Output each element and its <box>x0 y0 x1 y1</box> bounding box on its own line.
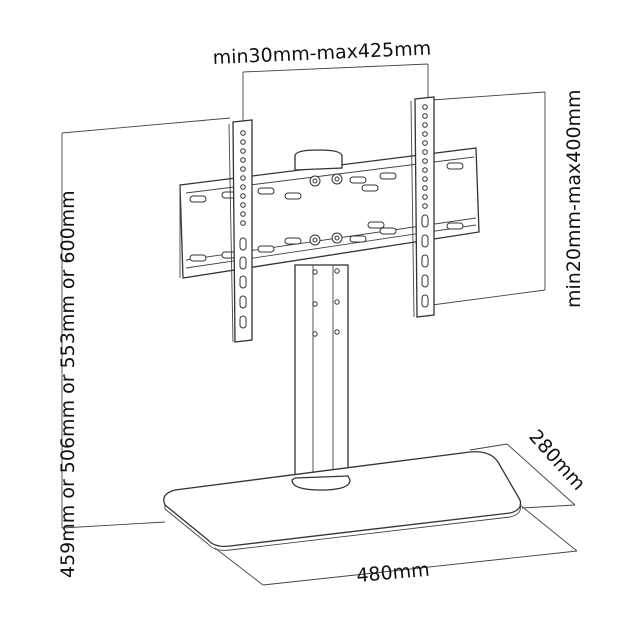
center-screws <box>309 173 343 246</box>
pole-clamp <box>294 149 343 171</box>
base-depth-label: 280mm <box>524 426 589 495</box>
right-arm-holes <box>421 104 429 308</box>
left-bracket-arm <box>228 119 253 343</box>
base-plate <box>163 451 522 551</box>
dimension-vesa-height: min20mm-max400mm <box>431 89 585 308</box>
left-arm-holes <box>239 130 247 329</box>
pole <box>294 264 349 486</box>
pole-collar <box>291 475 351 491</box>
vesa-height-label: min20mm-max400mm <box>563 89 585 308</box>
base-width-label: 480mm <box>356 559 431 587</box>
dimension-overall-height: 459mm or 506mm or 553mm or 600mm <box>57 117 231 578</box>
vesa-width-label: min30mm-max425mm <box>212 37 431 69</box>
right-bracket-arm <box>410 96 435 318</box>
overall-height-label: 459mm or 506mm or 553mm or 600mm <box>57 190 79 578</box>
dimension-vesa-width: min30mm-max425mm <box>212 37 432 125</box>
